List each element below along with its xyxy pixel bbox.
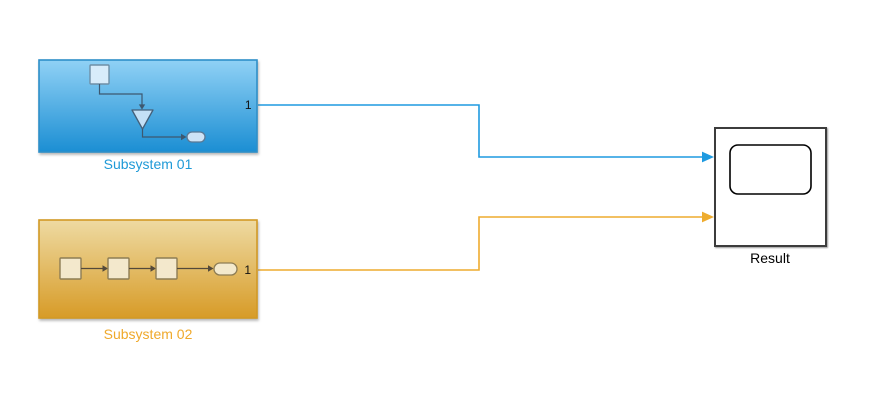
mini-wire-icon: [141, 129, 181, 138]
mini-wire-icon: [98, 84, 143, 105]
mini-square-block-icon: [155, 257, 178, 280]
mini-arrowhead-down-icon: [138, 104, 146, 110]
signal-wire-subsystem01-to-result[interactable]: [258, 104, 714, 163]
scope-screen-icon: [729, 144, 812, 195]
subsystem02-block[interactable]: 1: [38, 219, 258, 319]
result-scope-block[interactable]: [714, 127, 827, 247]
subsystem01-block[interactable]: 1: [38, 59, 258, 153]
subsystem02-output-port-number: 1: [244, 263, 251, 277]
subsystem01-label: Subsystem 01: [104, 156, 193, 172]
signal2-wire-path[interactable]: [258, 216, 703, 271]
mini-arrowhead-right-icon: [208, 265, 214, 272]
subsystem02-label: Subsystem 02: [104, 326, 193, 342]
mini-arrowhead-right-icon: [102, 265, 108, 272]
signal1-wire-path[interactable]: [258, 104, 703, 158]
result-label: Result: [750, 250, 790, 266]
mini-arrowhead-right-icon: [181, 133, 187, 141]
mini-outport-oval-icon: [186, 131, 206, 143]
subsystem01-body[interactable]: [38, 59, 258, 153]
mini-outport-oval-icon: [213, 262, 238, 276]
mini-square-block-icon: [89, 64, 110, 85]
mini-arrowhead-right-icon: [150, 265, 156, 272]
mini-square-block-icon: [107, 257, 130, 280]
signal-wire-subsystem02-to-result[interactable]: [258, 211, 714, 271]
mini-triangle-block-icon: [131, 109, 154, 130]
subsystem01-output-port-number: 1: [245, 98, 252, 112]
signal1-arrowhead-icon: [702, 151, 714, 163]
mini-square-block-icon: [59, 257, 82, 280]
signal2-arrowhead-icon: [702, 211, 714, 223]
